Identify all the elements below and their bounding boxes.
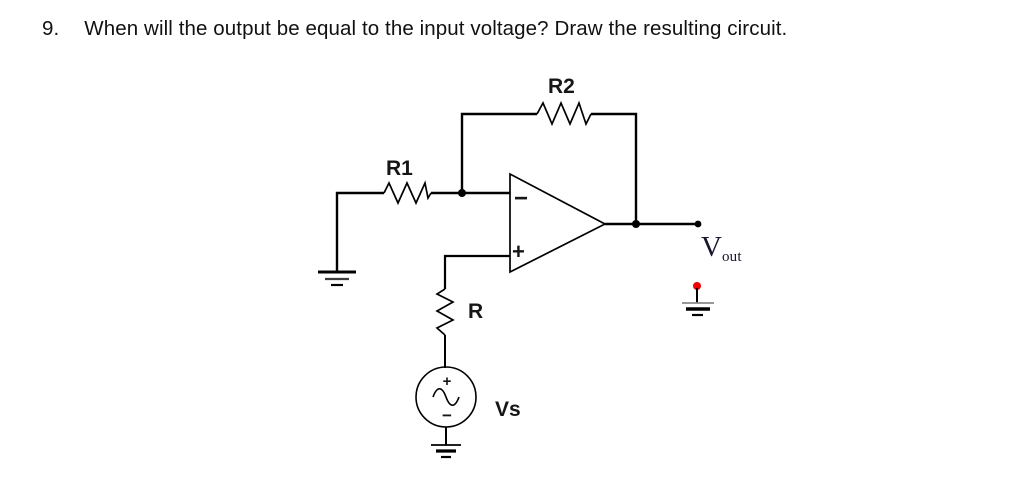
ground-source — [431, 444, 461, 459]
opamp-inverting-mark: − — [514, 185, 529, 212]
ground-left — [318, 270, 356, 287]
input-wire — [335, 191, 510, 272]
opamp-triangle — [509, 172, 607, 274]
question-text: When will the output be equal to the inp… — [84, 17, 788, 40]
source-minus-mark: − — [442, 406, 452, 425]
label-vs: Vs — [495, 398, 521, 421]
label-r: R — [468, 300, 484, 323]
resistor-r1 — [383, 180, 432, 206]
question-text-block: 9. When will the output be equal to the … — [42, 17, 787, 41]
sine-wave-icon — [432, 387, 460, 407]
noninverting-input-wire — [443, 254, 510, 289]
feedback-wire — [460, 112, 638, 224]
source-plus-mark: + — [442, 373, 452, 390]
resistor-r — [435, 288, 455, 336]
junction-dot-inverting — [458, 189, 466, 197]
vout-main: V — [701, 231, 722, 263]
opamp-noninverting-mark: + — [512, 239, 525, 264]
label-r1: R1 — [386, 157, 413, 180]
probe-dot-red — [693, 282, 701, 290]
ground-reference — [682, 302, 714, 317]
question-number: 9. — [42, 17, 60, 40]
vout-subscript: out — [721, 249, 742, 265]
terminal-dot-vout — [694, 220, 702, 228]
label-r2: R2 — [548, 75, 575, 98]
junction-dot-output — [632, 220, 640, 228]
resistor-r2 — [536, 100, 592, 127]
label-vout: Vout — [701, 233, 742, 265]
